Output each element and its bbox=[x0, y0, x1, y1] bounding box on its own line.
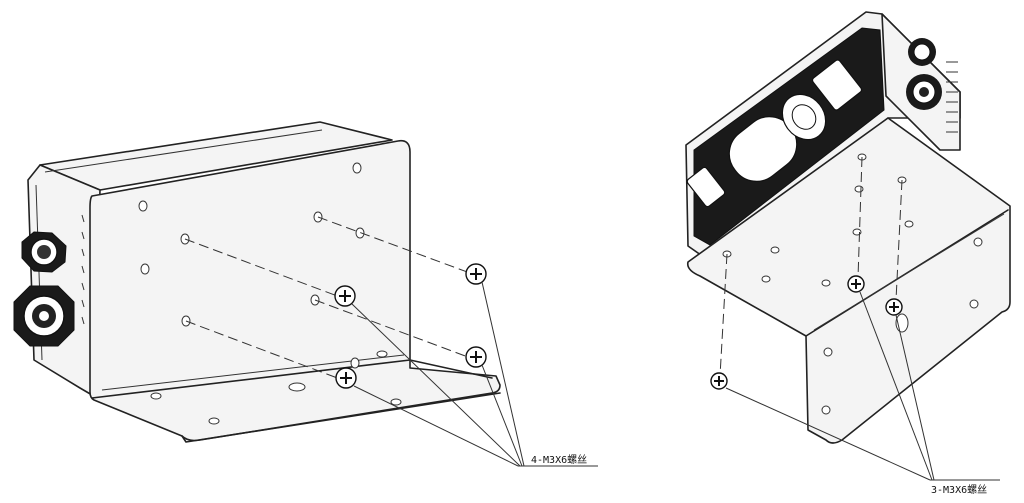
screw-left-1 bbox=[465, 263, 487, 285]
connector-m12-bottom-left bbox=[13, 285, 75, 347]
connector-right-bottom bbox=[906, 74, 942, 110]
right-assembly-view bbox=[685, 11, 1011, 481]
callout-left-screws: 4-M3X6螺丝 bbox=[531, 454, 587, 466]
connector-m12-top-left bbox=[21, 231, 67, 273]
mounting-bracket-left bbox=[89, 139, 501, 443]
screw-left-2 bbox=[334, 285, 356, 307]
screw-left-4 bbox=[335, 367, 357, 389]
screw-right-1 bbox=[847, 275, 865, 293]
screw-left-3 bbox=[465, 346, 487, 368]
screw-right-2 bbox=[885, 298, 903, 316]
connector-right-top bbox=[908, 38, 936, 66]
callout-right-screws: 3-M3X6螺丝 bbox=[931, 484, 987, 496]
screw-right-3 bbox=[710, 372, 728, 390]
camera-housing-right bbox=[685, 11, 961, 261]
left-assembly-view bbox=[13, 121, 598, 467]
